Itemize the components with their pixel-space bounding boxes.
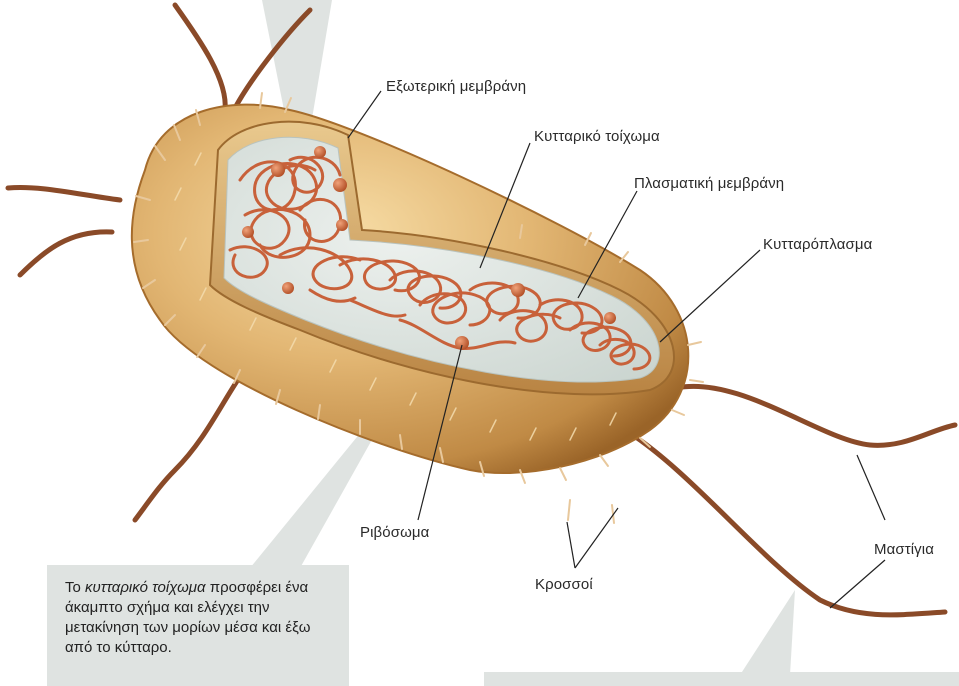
leader-pili-b xyxy=(575,508,618,568)
callout-text-before: Το xyxy=(65,579,85,596)
flagellum xyxy=(676,386,955,445)
flagella-callout xyxy=(484,672,959,686)
label-plasma-membrane: Πλασματική μεμβράνη xyxy=(634,175,784,192)
flagellum xyxy=(625,430,945,615)
bottom-right-callout-pointer xyxy=(740,590,795,675)
leader-flagella-a xyxy=(857,455,885,520)
ribosome-dot xyxy=(242,226,254,238)
label-cell-wall: Κυτταρικό τοίχωμα xyxy=(534,128,660,145)
ribosome-dot xyxy=(604,312,616,324)
leader-outer-membrane xyxy=(348,91,381,138)
ribosome-dot xyxy=(336,219,348,231)
leader-pili-a xyxy=(567,522,575,568)
ribosome-dot xyxy=(314,146,326,158)
label-pili: Κροσσοί xyxy=(535,576,593,593)
cell-wall-callout: Το κυτταρικό τοίχωμα προσφέρει ένα άκαμπ… xyxy=(47,565,349,686)
label-ribosome: Ριβόσωμα xyxy=(360,524,429,541)
flagellum xyxy=(175,5,225,110)
ribosome-dot xyxy=(333,178,347,192)
ribosome-dot xyxy=(455,336,469,350)
flagellum xyxy=(8,187,120,200)
label-flagella: Μαστίγια xyxy=(874,541,934,558)
leader-flagella-b xyxy=(830,560,885,608)
flagellum xyxy=(20,232,112,275)
callout-term: κυτταρικό τοίχωμα xyxy=(85,579,206,596)
leader-cytoplasm xyxy=(660,250,760,342)
label-cytoplasm: Κυτταρόπλασμα xyxy=(763,236,872,253)
label-outer-membrane: Εξωτερική μεμβράνη xyxy=(386,78,526,95)
ribosome-dot xyxy=(282,282,294,294)
ribosome-dot xyxy=(271,163,285,177)
ribosome-dot xyxy=(511,283,525,297)
